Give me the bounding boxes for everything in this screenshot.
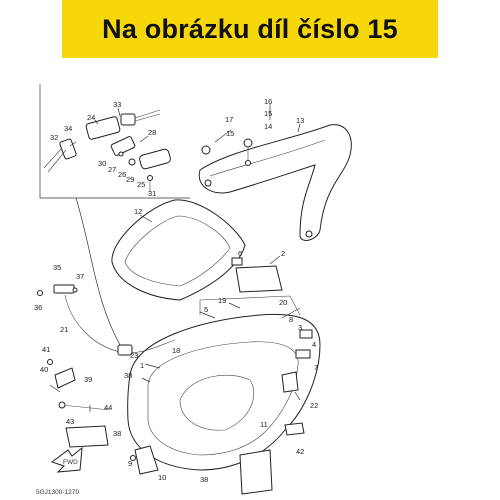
callout-7: 7 bbox=[314, 363, 318, 372]
callout-19: 19 bbox=[218, 296, 226, 305]
callout-40: 40 bbox=[40, 365, 48, 374]
callout-13: 13 bbox=[296, 116, 304, 125]
bracket-22 bbox=[281, 371, 299, 393]
callout-27: 27 bbox=[108, 165, 116, 174]
bracket-38 bbox=[239, 449, 273, 495]
callout-25: 25 bbox=[137, 180, 145, 189]
latch-bracket bbox=[37, 284, 78, 296]
callout-37: 37 bbox=[76, 272, 84, 281]
callout-9: 9 bbox=[128, 459, 132, 468]
callout-17: 17 bbox=[225, 115, 233, 124]
callout-23: 23 bbox=[130, 351, 138, 360]
seat-mat bbox=[231, 257, 283, 293]
callout-8: 8 bbox=[289, 315, 293, 324]
callout-6: 6 bbox=[238, 249, 242, 258]
grab-handle bbox=[198, 124, 352, 241]
callout-35: 35 bbox=[53, 263, 61, 272]
callout-34: 34 bbox=[64, 124, 72, 133]
hinge-left bbox=[47, 359, 76, 389]
callout-42: 42 bbox=[296, 447, 304, 456]
rod-end bbox=[58, 401, 66, 409]
pad-42 bbox=[284, 422, 305, 436]
callout-38b: 38 bbox=[113, 429, 121, 438]
callout-3: 3 bbox=[298, 323, 302, 332]
callout-44: 44 bbox=[104, 403, 112, 412]
pad-4 bbox=[295, 349, 311, 359]
callout-18: 18 bbox=[172, 346, 180, 355]
callout-31: 31 bbox=[148, 189, 156, 198]
callout-43: 43 bbox=[66, 417, 74, 426]
callout-labels: 33 24 28 32 34 30 27 26 29 25 31 16 17 1… bbox=[34, 97, 318, 484]
diagram-code: 5GJ1300-1270 bbox=[36, 489, 79, 496]
callout-14: 14 bbox=[264, 122, 272, 131]
inset-border bbox=[39, 84, 190, 199]
callout-4: 4 bbox=[312, 340, 316, 349]
storage-box bbox=[127, 295, 321, 471]
callout-11: 11 bbox=[260, 420, 268, 429]
connector bbox=[117, 344, 133, 356]
callout-28: 28 bbox=[148, 128, 156, 137]
pad-43 bbox=[65, 425, 109, 448]
callout-30: 30 bbox=[98, 159, 106, 168]
rod bbox=[61, 404, 111, 411]
callout-29: 29 bbox=[126, 175, 134, 184]
callout-15b: 15 bbox=[264, 109, 272, 118]
storage-tray bbox=[111, 199, 246, 301]
callout-24: 24 bbox=[87, 113, 95, 122]
leader-inset bbox=[75, 197, 121, 346]
callout-21: 21 bbox=[60, 325, 68, 334]
callout-39: 39 bbox=[84, 375, 92, 384]
leader-lines bbox=[49, 104, 301, 412]
svg-text:FWD: FWD bbox=[63, 459, 78, 466]
callout-12: 12 bbox=[134, 207, 142, 216]
callout-38c: 38 bbox=[200, 475, 208, 484]
callout-16: 16 bbox=[264, 97, 272, 106]
callout-5: 5 bbox=[204, 305, 208, 314]
pad-8 bbox=[299, 329, 313, 339]
bolt-9 bbox=[130, 455, 136, 461]
callout-1: 1 bbox=[140, 361, 144, 370]
callout-26: 26 bbox=[118, 170, 126, 179]
callout-10: 10 bbox=[158, 473, 166, 482]
banner-title: Na obrázku díl číslo 15 bbox=[102, 13, 398, 44]
fwd-arrow-icon: FWD bbox=[50, 446, 83, 473]
callout-38a: 38 bbox=[124, 371, 132, 380]
switch-assembly bbox=[43, 109, 171, 192]
callout-15a: 15 bbox=[226, 129, 234, 138]
callout-32: 32 bbox=[50, 133, 58, 142]
callout-41: 41 bbox=[42, 345, 50, 354]
callout-2: 2 bbox=[281, 249, 285, 258]
title-banner: Na obrázku díl číslo 15 bbox=[62, 0, 438, 58]
callout-33: 33 bbox=[113, 100, 121, 109]
callout-20: 20 bbox=[279, 298, 287, 307]
callout-22: 22 bbox=[310, 401, 318, 410]
callout-36: 36 bbox=[34, 303, 42, 312]
lock-9 bbox=[134, 445, 159, 475]
